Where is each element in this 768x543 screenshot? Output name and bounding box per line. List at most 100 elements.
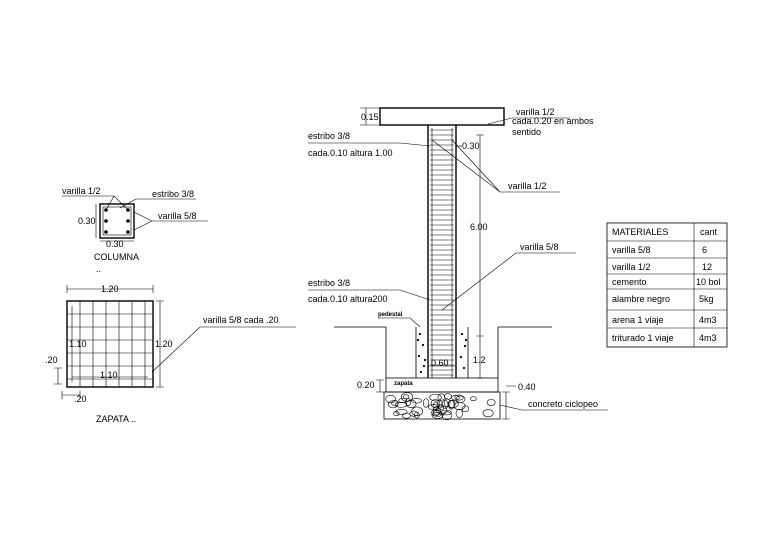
zapata-grid-v — [79, 301, 146, 387]
table-cell: varilla 1/2 — [612, 262, 651, 272]
dim-020-text: 0.20 — [357, 380, 375, 390]
columna-label-varilla-58: varilla 5/8 — [158, 211, 197, 221]
zapata-grid-h — [67, 313, 153, 380]
stone — [451, 395, 460, 401]
rebar-dot — [126, 219, 130, 223]
stone — [455, 395, 466, 403]
column-stirrups — [430, 129, 454, 376]
leader-varilla-12 — [62, 195, 129, 211]
columna-label-estribo: estribo 3/8 — [152, 189, 194, 199]
stone — [413, 411, 420, 419]
rebar-dot — [126, 230, 130, 234]
leader-estribo-top — [308, 142, 431, 147]
dim-020-line — [376, 379, 384, 393]
stone — [441, 411, 452, 421]
leader-zapata-varilla — [151, 326, 296, 373]
rebar-dot — [104, 219, 108, 223]
dim-12-line — [476, 336, 484, 379]
columna-dim-w: 0.30 — [106, 239, 124, 249]
stone — [398, 397, 408, 404]
stone — [395, 408, 408, 415]
stone — [409, 410, 419, 417]
table-cell: 5kg — [699, 294, 714, 304]
materiales-table: MATERIALES cant varilla 5/8 6 varilla 1/… — [606, 222, 728, 348]
leader-concreto — [499, 404, 608, 411]
columna-stirrup — [102, 206, 132, 236]
stone — [391, 400, 399, 407]
stone — [486, 398, 496, 407]
table-cell: 6 — [702, 245, 707, 255]
label-estribo-top: estribo 3/8 — [308, 131, 350, 141]
dim-600-line — [476, 134, 484, 337]
label-estribo-bot: estribo 3/8 — [308, 278, 350, 288]
stone — [393, 411, 400, 417]
label-cada-top: cada.0.20 en ambos — [512, 116, 594, 126]
leader-estribo — [119, 198, 196, 209]
table-cell: 10 bol — [696, 277, 721, 287]
stone — [436, 405, 448, 415]
stone — [422, 398, 430, 408]
table-header-materiales: MATERIALES — [612, 227, 668, 237]
stone — [429, 393, 442, 402]
dim-030-text: 0.30 — [462, 141, 480, 151]
zapata-dim-right-text: 1.20 — [155, 339, 173, 349]
leader-pedestal — [378, 317, 421, 328]
table-cell: 4m3 — [699, 315, 717, 325]
stone — [406, 399, 417, 409]
label-varilla-12-mid: varilla 1/2 — [508, 181, 547, 191]
hatch-dot — [423, 358, 427, 362]
dim-040-line — [502, 385, 516, 420]
columna-title: COLUMNA — [94, 252, 139, 262]
pedestal-hatch — [416, 332, 468, 374]
table-cell: triturado 1 viaje — [612, 333, 674, 343]
stone — [470, 396, 477, 402]
hatch-dot — [421, 343, 425, 347]
zapata-dim-top-text: 1.20 — [101, 284, 119, 294]
zapata-dim-top — [66, 285, 154, 293]
stone — [432, 406, 441, 416]
table-cell: 12 — [702, 262, 712, 272]
hatch-dot — [416, 338, 420, 342]
columna-dim-h: 0.30 — [78, 216, 96, 226]
stone — [385, 395, 396, 404]
pedestal-label: pedestal — [378, 312, 403, 318]
label-cada-bot: cada.0.10 altura200 — [308, 294, 388, 304]
zapata-dim-left-inner-text: 1.10 — [69, 339, 87, 349]
stone — [453, 401, 466, 410]
zapata-plan: 1.20 1.20 1.10 1.10 .20 .20 varilla 5/8 … — [45, 284, 296, 424]
hatch-dot — [422, 364, 426, 368]
label-varilla-12-top: varilla 1/2 — [516, 107, 555, 117]
zapata-label-varilla: varilla 5/8 cada .20 — [203, 315, 279, 325]
stone — [403, 394, 410, 400]
pedestal-sides — [415, 327, 469, 378]
stone — [411, 398, 422, 404]
ciclopeo-stones — [385, 392, 496, 421]
table-outline — [606, 222, 728, 348]
table-row-dividers — [607, 240, 727, 329]
stone — [454, 394, 464, 401]
columna-outline — [99, 203, 135, 239]
label-concreto: concreto ciclopeo — [528, 399, 598, 409]
leader-varilla-top — [487, 117, 570, 125]
leader-estribo-bot — [308, 289, 431, 301]
stone — [443, 398, 451, 407]
dim-600-text: 6.00 — [470, 222, 488, 232]
columna-section: varilla 1/2 estribo 3/8 varilla 5/8 0.30… — [62, 186, 208, 274]
leader-varilla-12-mid — [431, 139, 560, 193]
losa-dim — [360, 107, 380, 126]
table-cell: 4m3 — [699, 333, 717, 343]
label-cada-top-estribo: cada.0.10 altura 1.00 — [308, 148, 393, 158]
stone — [482, 409, 494, 418]
table-cell: cemento — [612, 277, 647, 287]
hatch-dot — [464, 338, 468, 342]
hatch-dot — [460, 332, 464, 336]
columna-dots: .. — [96, 264, 101, 274]
label-varilla-58: varilla 5/8 — [520, 242, 559, 252]
zapata-dim-bottom-text: .20 — [74, 394, 87, 404]
losa-dim-text: 0.15 — [361, 112, 379, 122]
leader-varilla-58 — [441, 252, 576, 311]
ciclopeo — [383, 391, 501, 420]
hatch-dot — [463, 344, 467, 348]
hatch-dot — [417, 354, 421, 358]
table-header-cant: cant — [700, 227, 718, 237]
